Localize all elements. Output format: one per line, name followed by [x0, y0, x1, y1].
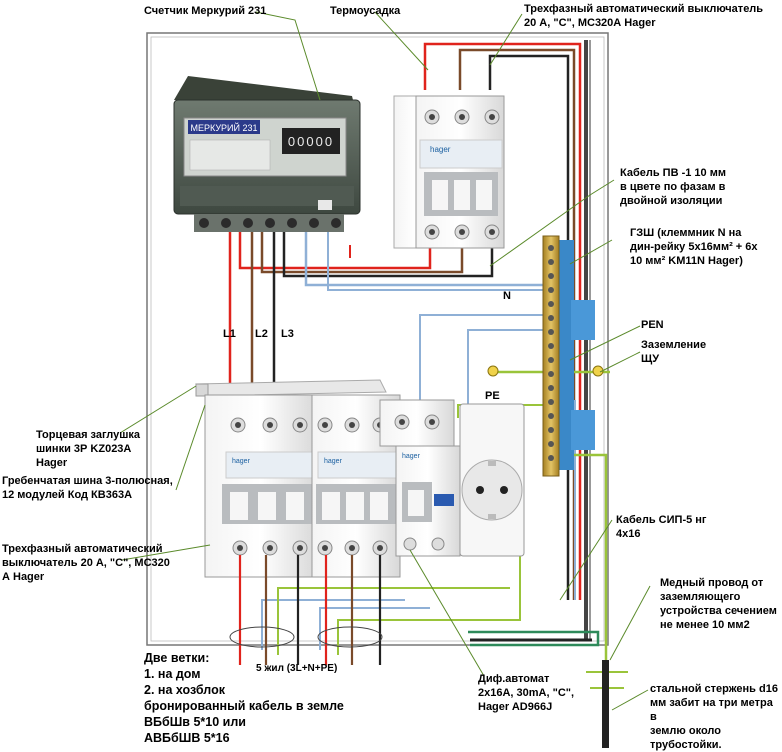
- steel-rod: [586, 660, 628, 748]
- comb-bus: [195, 379, 387, 397]
- label-steel-rod: стальной стержень d16 мм забит на три ме…: [650, 683, 778, 751]
- label-l1: L1: [223, 328, 236, 340]
- label-pen: PEN: [641, 319, 664, 331]
- bottom-breaker-right-brand: hager: [324, 458, 343, 465]
- label-gzsh: ГЗШ (клеммник N на дин-рейку 5х16мм² + 6…: [630, 227, 758, 267]
- rcbo-device: hager: [379, 399, 461, 557]
- label-comb-bus: Гребенчатая шина 3-полюсная, 12 модулей …: [2, 475, 173, 501]
- label-copper-wire: Медный провод от заземляющего устройства…: [660, 577, 777, 631]
- label-cable-pv: Кабель ПВ -1 10 мм в цвете по фазам в дв…: [620, 167, 726, 207]
- label-five-core: 5 жил (3L+N+PE): [256, 663, 338, 674]
- meter-digits: 00000: [288, 134, 334, 149]
- energy-meter: МЕРКУРИЙ 231 00000: [173, 76, 361, 232]
- label-rcbo: Диф.автомат 2х16А, 30mA, "С", Hager AD96…: [478, 673, 575, 713]
- outgoing-wires: [229, 555, 383, 665]
- meter-brand: МЕРКУРИЙ 231: [190, 122, 257, 133]
- bottom-breaker-left-brand: hager: [232, 458, 251, 465]
- neutral-wires: [261, 314, 545, 650]
- pointer-lines: [119, 11, 651, 711]
- bottom-breaker-left: hager: [204, 394, 318, 578]
- label-grounding: Заземление ЩУ: [641, 339, 707, 365]
- din-socket: [459, 403, 525, 557]
- label-breaker-top: Трехфазный автоматический выключатель 20…: [524, 3, 764, 29]
- rcbo-brand: hager: [402, 453, 421, 460]
- label-sip-cable: Кабель СИП-5 нг 4х16: [616, 514, 707, 540]
- label-l2: L2: [255, 328, 268, 340]
- phase-wires-down: [228, 232, 351, 400]
- label-end-cap: Торцевая заглушка шинки 3Р KZ023A Hager: [36, 429, 141, 469]
- label-heatshrink: Термоусадка: [330, 5, 401, 17]
- label-two-branches: Две ветки: 1. на дом 2. на хозблок брони…: [144, 651, 344, 745]
- top-breaker-brand: hager: [430, 145, 451, 154]
- label-n: N: [503, 290, 511, 302]
- meter-to-breaker-wires: [238, 232, 545, 291]
- enclosure-inner: [150, 36, 605, 642]
- label-pe: PE: [485, 390, 500, 402]
- ground-bus: [487, 235, 604, 477]
- enclosure-outline: [146, 32, 609, 646]
- label-l3: L3: [281, 328, 294, 340]
- label-breaker-bottom: Трехфазный автоматический выключатель 20…: [2, 543, 170, 583]
- top-breaker: hager: [393, 95, 505, 249]
- label-meter: Счетчик Меркурий 231: [144, 5, 267, 17]
